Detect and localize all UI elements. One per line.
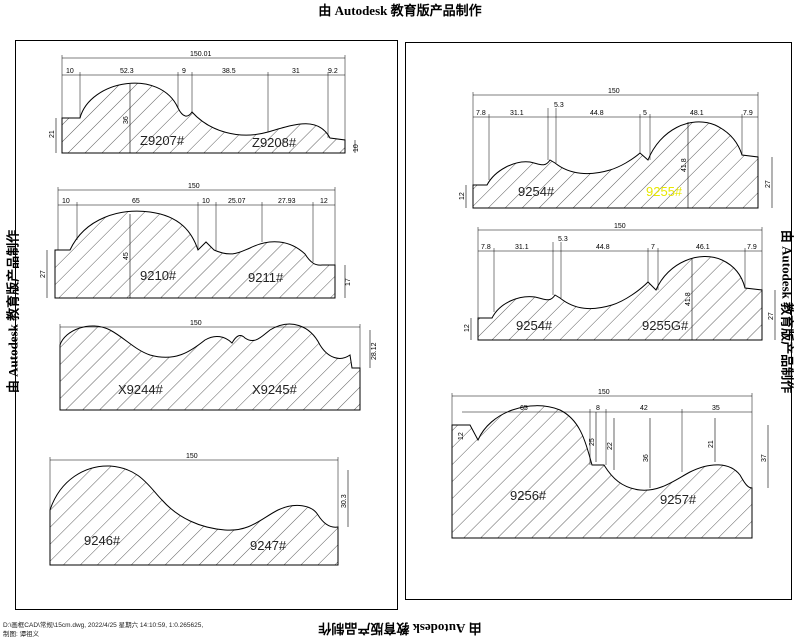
profile-9246-9247 xyxy=(49,457,349,566)
dim-text: 7.9 xyxy=(747,244,757,251)
profile-label: Z9208# xyxy=(252,135,297,150)
profile-label: X9244# xyxy=(118,382,164,397)
dim-text: 48.1 xyxy=(690,110,704,117)
dim-overall: 150 xyxy=(190,320,202,327)
dim-text: 25.07 xyxy=(228,198,246,205)
profile-section xyxy=(49,465,339,566)
dim-text: 7.8 xyxy=(481,244,491,251)
dim-text: 27.93 xyxy=(278,198,296,205)
dim-text: 27 xyxy=(768,312,775,320)
profile-9210-9211 xyxy=(46,187,346,299)
dim-text: 28.12 xyxy=(371,342,378,360)
dim-text: 31 xyxy=(292,68,300,75)
profile-section xyxy=(59,323,361,411)
dim-text: 21 xyxy=(49,130,56,138)
profile-labels: Z9207# Z9208# 9210# 9211# X9244# X9245# … xyxy=(84,133,697,553)
dim-text: 17 xyxy=(345,278,352,286)
profile-section xyxy=(451,405,753,539)
dim-text: 8 xyxy=(596,405,600,412)
profile-label: 9247# xyxy=(250,538,287,553)
dim-text: 12 xyxy=(459,192,466,200)
dim-text: 44.8 xyxy=(596,244,610,251)
dim-text: 30.3 xyxy=(341,494,348,508)
footer-file-info: D:\画框CAD\常规\15cm.dwg, 2022/4/25 星期六 14:1… xyxy=(3,622,204,629)
dim-text: 38.5 xyxy=(222,68,236,75)
profile-z9207-z9208 xyxy=(55,55,356,154)
dim-text: 10 xyxy=(202,198,210,205)
dim-text: 31.1 xyxy=(515,244,529,251)
dim-text: 65 xyxy=(132,198,140,205)
dimension-texts: 150.01 10 52.3 9 38.5 31 9.2 21 36 10 15… xyxy=(40,51,775,508)
dim-text: 10 xyxy=(62,198,70,205)
profile-label: X9245# xyxy=(252,382,298,397)
dim-overall: 150 xyxy=(188,183,200,190)
dim-text: 7.8 xyxy=(476,110,486,117)
profile-label: 9254# xyxy=(516,318,553,333)
profile-label: 9210# xyxy=(140,268,177,283)
dim-text: 27 xyxy=(765,180,772,188)
profile-section xyxy=(61,82,346,154)
dim-text: 37 xyxy=(761,454,768,462)
profile-label: 9254# xyxy=(518,184,555,199)
dim-text: 27 xyxy=(40,270,47,278)
dim-overall: 150 xyxy=(614,223,626,230)
dim-text: 21 xyxy=(708,440,715,448)
dim-text: 12 xyxy=(320,198,328,205)
dim-text: 44.8 xyxy=(590,110,604,117)
dim-text: 42 xyxy=(640,405,648,412)
dim-text: 5.3 xyxy=(558,236,568,243)
profile-9254-9255 xyxy=(465,92,773,209)
profile-9254-9255g xyxy=(470,227,776,341)
dim-text: 5 xyxy=(643,110,647,117)
drawing-sheet-right xyxy=(405,42,792,600)
profile-label: 9257# xyxy=(660,492,697,507)
profile-label: 9246# xyxy=(84,533,121,548)
dim-overall: 150 xyxy=(608,88,620,95)
dim-text: 31.1 xyxy=(510,110,524,117)
dim-text: 12 xyxy=(458,432,465,440)
dim-text: 22 xyxy=(607,442,614,450)
dim-text: 65 xyxy=(520,405,528,412)
dim-overall: 150 xyxy=(598,389,610,396)
dim-text: 10 xyxy=(66,68,74,75)
dim-text: 45 xyxy=(123,252,130,260)
dim-overall: 150.01 xyxy=(190,51,212,58)
profile-label: Z9207# xyxy=(140,133,185,148)
dim-text: 41.8 xyxy=(685,292,692,306)
dim-text: 25 xyxy=(589,438,596,446)
dim-text: 9 xyxy=(182,68,186,75)
dim-text: 36 xyxy=(643,454,650,462)
profile-x9244-x9245 xyxy=(59,323,371,411)
dim-text: 5.3 xyxy=(554,102,564,109)
dim-text: 36 xyxy=(123,116,130,124)
profile-label: 9255G# xyxy=(642,318,689,333)
drawing-sheet-left xyxy=(15,40,398,610)
dim-text: 12 xyxy=(464,324,471,332)
profile-section xyxy=(477,256,763,341)
watermark-top: 由 Autodesk 教育版产品制作 xyxy=(318,3,482,18)
dim-text: 9.2 xyxy=(328,68,338,75)
dim-text: 10 xyxy=(353,144,360,152)
dim-text: 7 xyxy=(651,244,655,251)
dim-text: 52.3 xyxy=(120,68,134,75)
dim-text: 41.8 xyxy=(681,158,688,172)
profile-label: 9256# xyxy=(510,488,547,503)
profile-label: 9211# xyxy=(248,270,284,285)
dim-text: 46.1 xyxy=(696,244,710,251)
dim-overall: 150 xyxy=(186,453,198,460)
footer-author: 制图: 谭祖义 xyxy=(3,631,40,638)
profile-9256-9257 xyxy=(451,393,769,539)
dim-text: 7.9 xyxy=(743,110,753,117)
profile-section xyxy=(54,210,336,299)
profile-section xyxy=(472,121,759,209)
dim-text: 35 xyxy=(712,405,720,412)
profile-label-highlighted: 9255# xyxy=(646,184,683,199)
